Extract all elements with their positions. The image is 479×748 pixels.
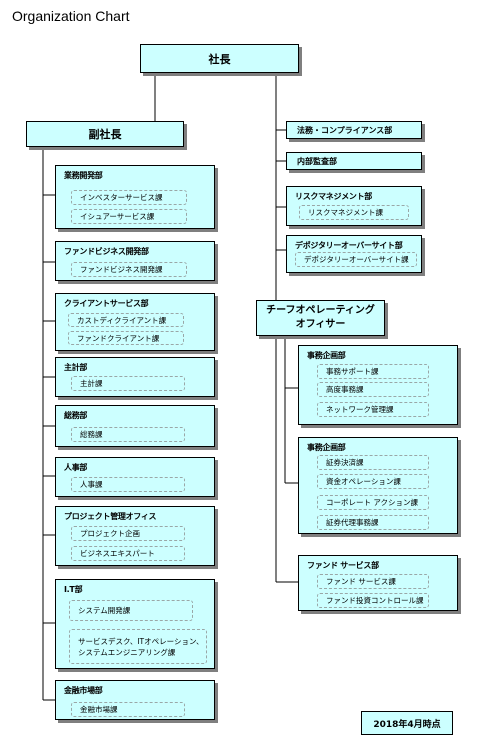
unit-box: 総務課 — [71, 427, 185, 442]
dept-name: 法務・コンプライアンス部 — [297, 125, 393, 135]
unit-label: 証券決済課 — [326, 458, 364, 467]
unit-box: ネットワーク管理課 — [317, 402, 429, 417]
dept-project-management-office: プロジェクト管理オフィス プロジェクト企画 ビジネスエキスパート — [55, 506, 215, 566]
dept-name: I.T部 — [64, 585, 83, 594]
unit-label: プロジェクト企画 — [80, 529, 140, 538]
unit-box: リスクマネジメント課 — [299, 205, 409, 220]
unit-label: 総務課 — [80, 430, 103, 439]
dept-name: 内部監査部 — [297, 156, 337, 166]
unit-box-multiline: サービスデスク、ITオペレーション、 システムエンジニアリング課 — [69, 629, 207, 664]
coo-label-line2: オフィサー — [295, 319, 346, 330]
unit-label: ファンド サービス課 — [326, 577, 396, 586]
unit-label: ネットワーク管理課 — [326, 405, 394, 414]
unit-box: ファンド投資コントロール課 — [317, 593, 429, 608]
dept-accounting: 主計部 主計課 — [55, 357, 215, 397]
dept-operations-planning-1: 事務企画部 事務サポート課 高度事務課 ネットワーク管理課 — [298, 345, 458, 425]
dept-name: ファンド サービス部 — [307, 561, 379, 570]
unit-label: ビジネスエキスパート — [80, 549, 155, 558]
dept-fund-services: ファンド サービス部 ファンド サービス課 ファンド投資コントロール課 — [298, 555, 458, 611]
dept-financial-markets: 金融市場部 金融市場課 — [55, 680, 215, 720]
unit-box: 資金オペレーション課 — [317, 474, 429, 489]
chart-title: Organization Chart — [12, 8, 130, 24]
dept-name: デポジタリーオーバーサイト部 — [295, 241, 403, 250]
president-box: 社長 — [140, 44, 299, 73]
dept-name: 総務部 — [64, 411, 88, 420]
unit-box: ファンドクライアント課 — [68, 331, 184, 345]
unit-box: ファンド サービス課 — [317, 574, 429, 589]
unit-box: デポジタリーオーバーサイト課 — [295, 252, 417, 267]
unit-label-line2: システムエンジニアリング課 — [78, 647, 176, 657]
dept-business-development: 業務開発部 インベスターサービス課 イシュアーサービス課 — [55, 165, 215, 229]
unit-label: 金融市場課 — [80, 705, 118, 714]
dept-it: I.T部 システム開発課 サービスデスク、ITオペレーション、 システムエンジニ… — [55, 579, 215, 669]
vice-president-box: 副社長 — [26, 121, 184, 147]
unit-box: インベスターサービス課 — [71, 190, 187, 205]
dept-name: 人事部 — [64, 463, 88, 472]
as-of-date-text: 2018年4月時点 — [373, 719, 441, 730]
unit-box: 事務サポート課 — [317, 364, 429, 379]
unit-label: イシュアーサービス課 — [80, 212, 155, 221]
unit-label: ファンドクライアント課 — [77, 333, 160, 343]
unit-box: 主計課 — [71, 376, 185, 391]
unit-label-line1: サービスデスク、ITオペレーション、 — [78, 636, 204, 646]
coo-box: チーフオペレーティング オフィサー — [256, 300, 385, 336]
unit-box: 人事課 — [71, 477, 185, 492]
unit-label: 人事課 — [80, 480, 103, 489]
dept-name: クライアントサービス部 — [64, 299, 149, 308]
coo-label-line1: チーフオペレーティング — [266, 305, 375, 316]
unit-label: 事務サポート課 — [326, 367, 379, 376]
unit-box: イシュアーサービス課 — [71, 209, 187, 224]
unit-label: 証券代理事務課 — [326, 518, 379, 527]
dept-operations-planning-2: 事務企画部 証券決済課 資金オペレーション課 コーポレート アクション課 証券代… — [298, 437, 458, 534]
unit-box: ファンドビジネス開発課 — [71, 262, 187, 277]
dept-name: 主計部 — [64, 363, 88, 372]
dept-internal-audit: 内部監査部 — [286, 152, 422, 170]
dept-fund-business-development: ファンドビジネス開発部 ファンドビジネス開発課 — [55, 241, 215, 281]
unit-label: デポジタリーオーバーサイト課 — [304, 255, 409, 264]
dept-client-services: クライアントサービス部 カストディクライアント課 ファンドクライアント課 — [55, 293, 215, 351]
dept-name: 事務企画部 — [307, 351, 346, 360]
vice-president-label: 副社長 — [88, 128, 122, 141]
dept-general-affairs: 総務部 総務課 — [55, 405, 215, 447]
unit-box: 金融市場課 — [71, 702, 185, 717]
unit-box: コーポレート アクション課 — [317, 495, 429, 510]
dept-legal-compliance: 法務・コンプライアンス部 — [286, 121, 422, 139]
unit-label: 主計課 — [80, 379, 103, 388]
dept-risk-management: リスクマネジメント部 リスクマネジメント課 — [286, 186, 422, 226]
unit-box: プロジェクト企画 — [71, 526, 185, 541]
unit-box: 高度事務課 — [317, 382, 429, 397]
unit-label: 資金オペレーション課 — [326, 477, 401, 486]
unit-label: ファンド投資コントロール課 — [326, 596, 424, 605]
unit-label: システム開発課 — [78, 606, 131, 615]
dept-name: 業務開発部 — [64, 171, 103, 180]
unit-box: ビジネスエキスパート — [71, 546, 185, 561]
unit-label: 高度事務課 — [326, 385, 364, 394]
unit-box: カストディクライアント課 — [68, 313, 184, 327]
dept-name: 事務企画部 — [307, 443, 346, 452]
dept-name: 金融市場部 — [64, 686, 103, 695]
dept-name: リスクマネジメント部 — [295, 192, 372, 201]
as-of-date-label: 2018年4月時点 — [361, 711, 453, 735]
president-label: 社長 — [208, 52, 231, 66]
unit-label: カストディクライアント課 — [77, 315, 167, 325]
unit-label: インベスターサービス課 — [80, 193, 163, 202]
dept-human-resources: 人事部 人事課 — [55, 457, 215, 497]
unit-label: リスクマネジメント課 — [308, 208, 383, 217]
dept-depositary-oversight: デポジタリーオーバーサイト部 デポジタリーオーバーサイト課 — [286, 235, 422, 273]
dept-name: ファンドビジネス開発部 — [64, 247, 149, 256]
unit-box: システム開発課 — [69, 600, 193, 621]
unit-label: ファンドビジネス開発課 — [80, 265, 163, 274]
unit-label: コーポレート アクション課 — [326, 498, 419, 507]
unit-box: 証券代理事務課 — [317, 515, 429, 530]
dept-name: プロジェクト管理オフィス — [64, 512, 157, 521]
unit-box: 証券決済課 — [317, 455, 429, 470]
